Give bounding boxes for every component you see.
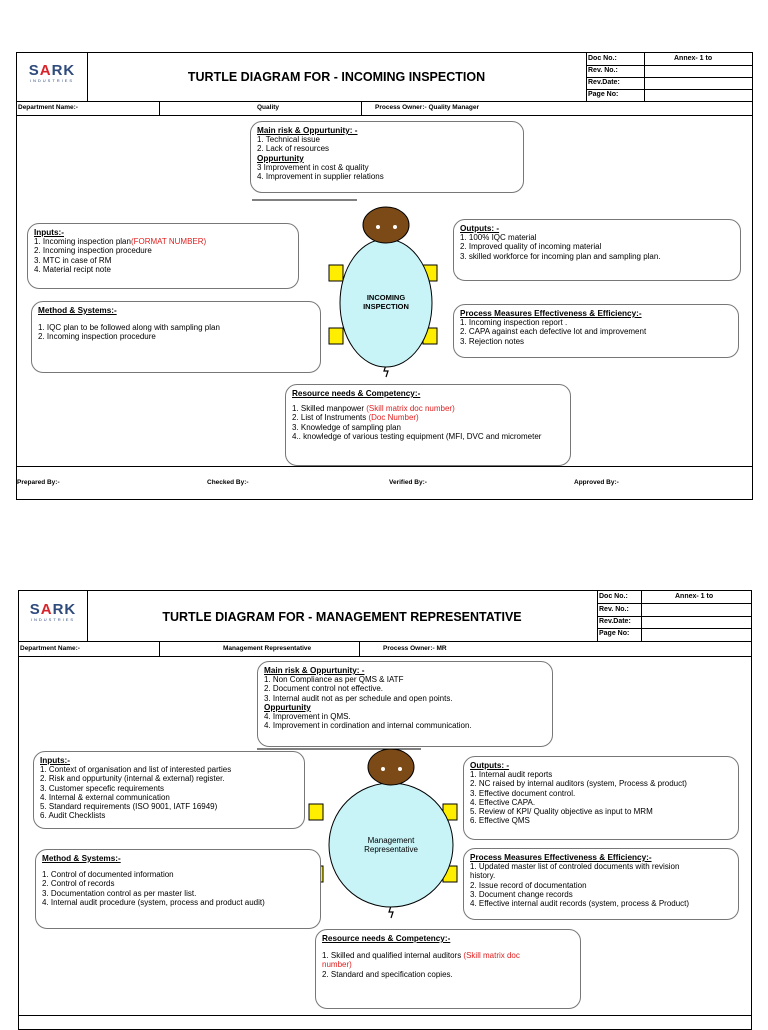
inputs-bubble: Inputs:- 1. Incoming inspection plan(FOR…	[27, 223, 299, 289]
process-measures-bubble: Process Measures Effectiveness & Efficie…	[453, 304, 739, 358]
department-value: Quality	[257, 104, 280, 111]
turtle-sheet-incoming-inspection: SARK INDUSTRIES TURTLE DIAGRAM FOR - INC…	[16, 52, 753, 500]
rev-date-label: Rev.Date:	[588, 79, 620, 86]
main-risk-bubble: Main risk & Oppurtunity: - 1. Non Compli…	[257, 661, 553, 747]
annex-value: Annex- 1 to	[675, 593, 714, 600]
page-title: TURTLE DIAGRAM FOR - INCOMING INSPECTION	[187, 70, 486, 84]
process-measures-bubble: Process Measures Effectiveness & Efficie…	[463, 848, 739, 920]
inputs-bubble: Inputs:- 1. Context of organisation and …	[33, 751, 305, 829]
approved-by-label: Approved By:-	[574, 479, 619, 486]
rev-date-label: Rev.Date:	[599, 618, 631, 625]
outputs-bubble: Outputs: - 1. Internal audit reports 2. …	[463, 756, 739, 840]
resource-needs-bubble: Resource needs & Competency:- 1. Skilled…	[315, 929, 581, 1009]
doc-no-label: Doc No.:	[588, 55, 617, 62]
turtle-sheet-management-representative: SARK INDUSTRIES TURTLE DIAGRAM FOR - MAN…	[18, 590, 752, 1030]
prepared-by-label: Prepared By:-	[17, 479, 60, 486]
rev-no-label: Rev. No.:	[599, 606, 629, 613]
method-systems-bubble: Method & Systems:- 1. IQC plan to be fol…	[31, 301, 321, 373]
page-title: TURTLE DIAGRAM FOR - MANAGEMENT REPRESEN…	[162, 610, 522, 624]
doc-no-label: Doc No.:	[599, 593, 628, 600]
rev-no-label: Rev. No.:	[588, 67, 618, 74]
brand-logo: SARK INDUSTRIES	[28, 62, 76, 83]
department-label: Department Name:-	[20, 645, 80, 652]
brand-logo: SARK INDUSTRIES	[29, 601, 77, 622]
resource-needs-bubble: Resource needs & Competency:- 1. Skilled…	[285, 384, 571, 466]
department-label: Department Name:-	[18, 104, 78, 111]
outputs-bubble: Outputs: - 1. 100% IQC material 2. Impro…	[453, 219, 741, 281]
page-no-label: Page No:	[599, 630, 630, 637]
process-owner: Process Owner:- MR	[383, 645, 447, 652]
checked-by-label: Checked By:-	[207, 479, 249, 486]
turtle-figure	[252, 199, 615, 378]
page-no-label: Page No:	[588, 91, 619, 98]
department-value: Management Representative	[223, 645, 312, 652]
verified-by-label: Verified By:-	[389, 479, 427, 486]
process-owner: Process Owner:- Quality Manager	[375, 104, 480, 111]
annex-value: Annex- 1 to	[674, 55, 713, 62]
main-risk-bubble: Main risk & Oppurtunity: - 1. Technical …	[250, 121, 524, 193]
method-systems-bubble: Method & Systems:- 1. Control of documen…	[35, 849, 321, 929]
